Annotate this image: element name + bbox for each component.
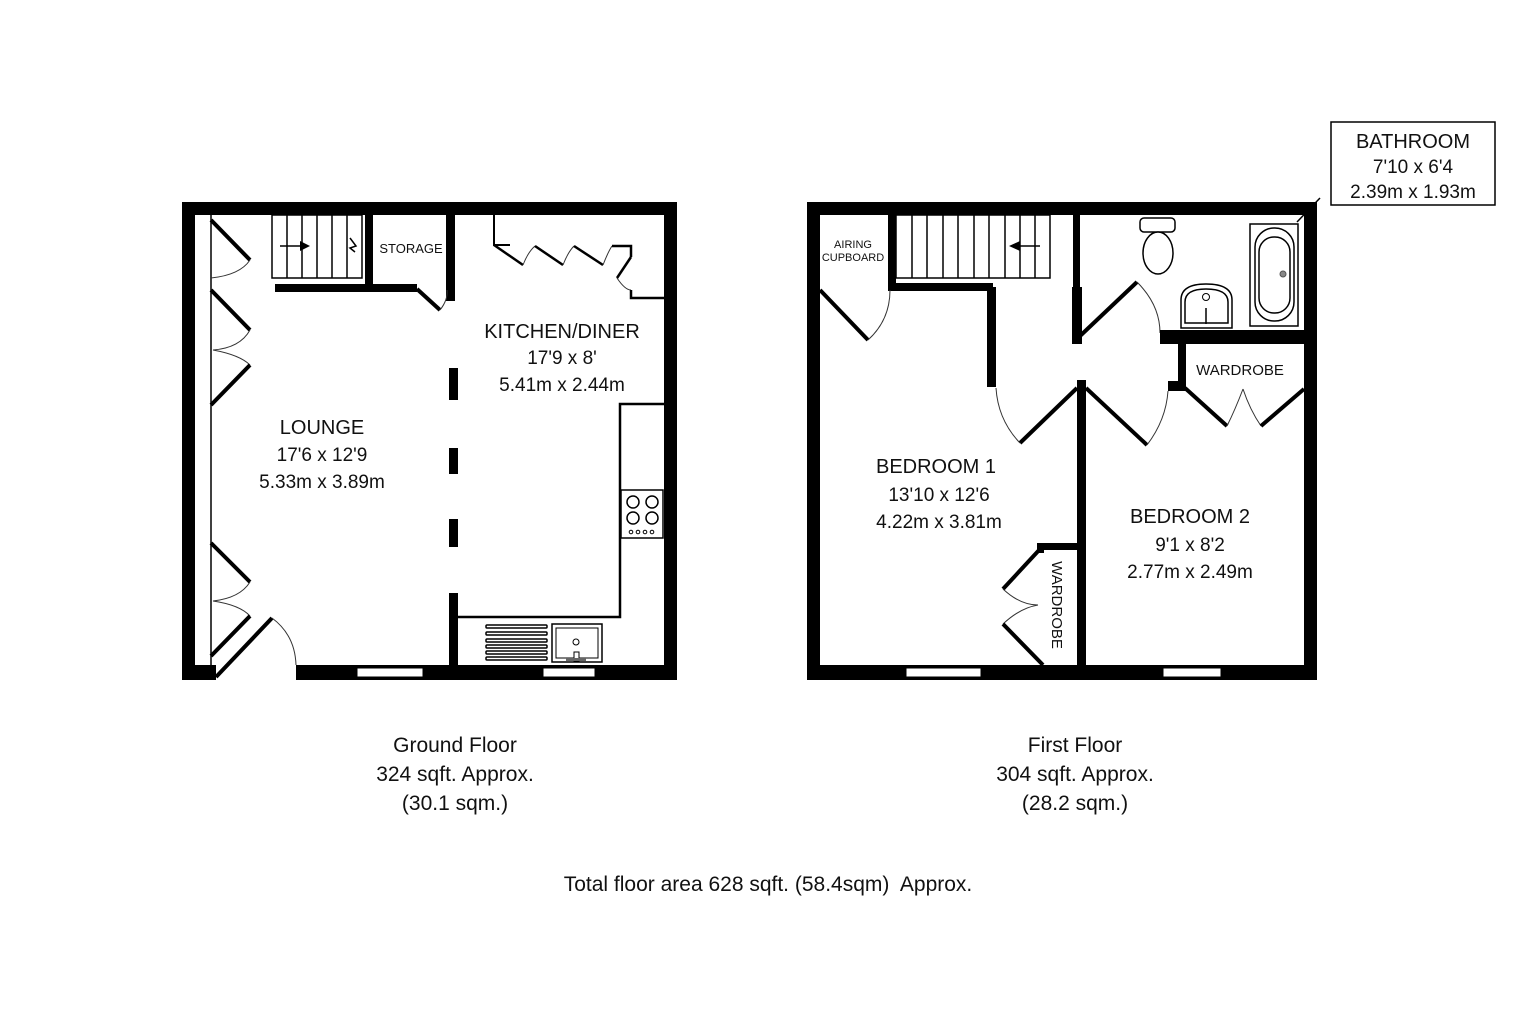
room-label-airing: AIRING (834, 239, 872, 251)
room-dim-lounge-metric: 5.33m x 3.89m (259, 472, 385, 493)
room-label-bedroom-2: BEDROOM 2 (1130, 506, 1250, 528)
room-label-bedroom-1: BEDROOM 1 (876, 456, 996, 478)
room-dim-lounge-imperial: 17'6 x 12'9 (277, 445, 368, 466)
stairs-icon (271, 214, 363, 279)
room-label-lounge: LOUNGE (280, 417, 364, 439)
window (1162, 667, 1222, 678)
room-label-wardrobe-bed2: WARDROBE (1196, 362, 1284, 379)
first-floor-sqft: 304 sqft. Approx. (996, 763, 1154, 786)
bathroom-callout (1330, 121, 1496, 206)
room-dim-kitchen-metric: 5.41m x 2.44m (499, 375, 625, 396)
bath-icon (1249, 223, 1299, 327)
ground-floor-summary: Ground Floor 324 sqft. Approx. (30.1 sqm… (305, 731, 605, 818)
room-label-cupboard: CUPBOARD (822, 252, 884, 264)
room-dim-bathroom-imperial: 7'10 x 6'4 (1373, 157, 1454, 178)
callout-line (1296, 197, 1321, 223)
first-floor-title: First Floor (1027, 734, 1123, 757)
room-dim-bedroom-2-metric: 2.77m x 2.49m (1127, 562, 1253, 583)
room-dim-bedroom-1-imperial: 13'10 x 12'6 (888, 485, 989, 506)
total-floor-area: Total floor area 628 sqft. (58.4sqm) App… (563, 873, 973, 896)
basin-icon (1180, 283, 1233, 329)
hob-icon (620, 489, 664, 539)
first-floor-plan: AIRING CUPBOARD (807, 121, 1496, 680)
ground-floor-title: Ground Floor (393, 734, 517, 757)
stairs-icon (895, 214, 1051, 279)
ground-floor-sqm: (30.1 sqm.) (401, 792, 509, 815)
room-dim-kitchen-imperial: 17'9 x 8' (527, 348, 597, 369)
room-dim-bedroom-2-imperial: 9'1 x 8'2 (1155, 535, 1225, 556)
first-floor-sqm: (28.2 sqm.) (1021, 792, 1129, 815)
toilet-icon (1139, 217, 1176, 275)
room-dim-bedroom-1-metric: 4.22m x 3.81m (876, 512, 1002, 533)
room-dim-bathroom-metric: 2.39m x 1.93m (1350, 182, 1476, 203)
window (542, 667, 596, 678)
room-label-kitchen-diner: KITCHEN/DINER (484, 321, 640, 343)
ground-floor-sqft: 324 sqft. Approx. (376, 763, 534, 786)
room-label-wardrobe-bed1: WARDROBE (1048, 561, 1065, 649)
room-label-bathroom: BATHROOM (1356, 131, 1470, 153)
window (356, 667, 424, 678)
first-floor-summary: First Floor 304 sqft. Approx. (28.2 sqm.… (925, 731, 1225, 818)
window (905, 667, 982, 678)
room-label-storage: STORAGE (379, 241, 443, 256)
ground-floor-plan: STORAGE (182, 202, 677, 680)
kitchen-sink-icon (485, 623, 603, 663)
